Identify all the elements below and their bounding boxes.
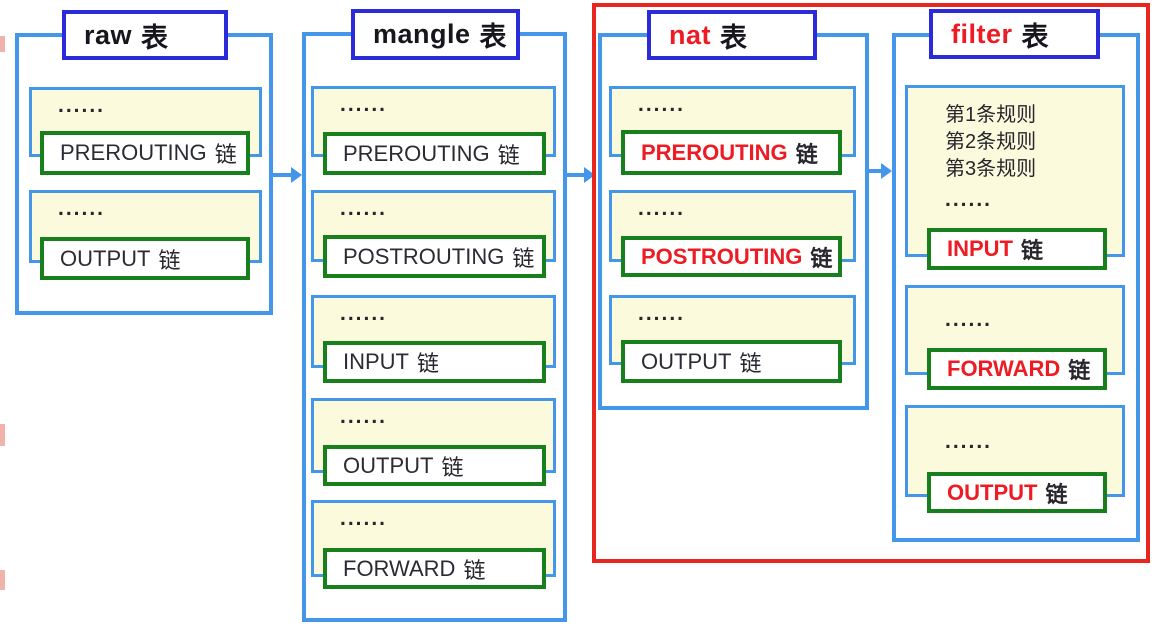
- flow-arrow-nat-to-filter-icon: [866, 163, 892, 179]
- ellipsis-text: ......: [58, 94, 106, 117]
- chain-suffix-cjk: 链: [497, 142, 520, 168]
- chain-label: INPUT: [947, 236, 1013, 261]
- edge-artifact: [0, 36, 5, 52]
- chain-label: OUTPUT: [343, 452, 434, 478]
- chain-suffix-cjk: 链: [1045, 481, 1068, 507]
- table-suffix-cjk: 表: [1021, 21, 1050, 52]
- ellipsis-text: ......: [638, 302, 686, 325]
- ellipsis-text: ......: [340, 405, 388, 428]
- chain-label: PREROUTING: [60, 140, 207, 165]
- table-name: mangle: [373, 19, 471, 49]
- chain-suffix-cjk: 链: [441, 454, 464, 480]
- highlight-frame: [592, 3, 1150, 563]
- table-suffix-cjk: 表: [720, 22, 748, 53]
- table-filter-title: filter 表: [929, 9, 1100, 59]
- arrow-head-icon: [584, 167, 595, 183]
- chain-box-forward: FORWARD 链: [927, 348, 1107, 390]
- arrow-head-icon: [291, 167, 302, 183]
- table-suffix-cjk: 表: [141, 22, 169, 53]
- chain-suffix-cjk: 链: [810, 245, 833, 271]
- chain-label: OUTPUT: [60, 245, 151, 271]
- chain-box-output: OUTPUT 链: [323, 445, 546, 486]
- table-suffix-cjk: 表: [479, 22, 508, 52]
- ellipsis-text: ......: [945, 430, 993, 453]
- chain-box-postrouting: POSTROUTING 链: [621, 236, 842, 277]
- ellipsis-text: ......: [340, 507, 388, 530]
- rule-item: 第3条规则: [945, 158, 1037, 180]
- table-name: raw: [84, 19, 133, 50]
- chain-label: PREROUTING: [343, 140, 490, 166]
- chain-box-output: OUTPUT 链: [621, 340, 842, 383]
- chain-box-input: INPUT 链: [927, 228, 1107, 270]
- rule-item: 第2条规则: [945, 131, 1037, 153]
- ellipsis-text: ......: [340, 197, 388, 220]
- flow-arrow-raw-to-mangle-icon: [270, 167, 302, 183]
- table-mangle-title: mangle 表: [351, 9, 520, 60]
- chain-box-postrouting: POSTROUTING 链: [323, 235, 546, 278]
- ellipsis-text: ......: [945, 188, 993, 211]
- arrow-line: [564, 173, 584, 177]
- chain-suffix-cjk: 链: [417, 351, 440, 376]
- chain-box-input: INPUT 链: [323, 341, 546, 383]
- table-name: nat: [669, 19, 711, 50]
- chain-label: POSTROUTING: [343, 243, 505, 269]
- flow-arrow-mangle-to-nat-icon: [564, 167, 595, 183]
- chain-label: FORWARD: [947, 356, 1061, 381]
- chain-label: PREROUTING: [641, 139, 788, 165]
- table-nat-title: nat 表: [647, 10, 817, 60]
- chain-box-prerouting: PREROUTING 链: [621, 130, 842, 175]
- ellipsis-text: ......: [340, 93, 388, 116]
- chain-suffix-cjk: 链: [1021, 238, 1044, 263]
- chain-label: INPUT: [343, 349, 409, 374]
- ellipsis-text: ......: [638, 93, 686, 116]
- chain-suffix-cjk: 链: [795, 141, 818, 167]
- rule-list: 第1条规则 第2条规则 第3条规则: [945, 102, 1036, 183]
- chain-label: OUTPUT: [641, 348, 732, 374]
- arrow-head-icon: [881, 163, 892, 179]
- ellipsis-text: ......: [945, 308, 993, 331]
- chain-box-forward: FORWARD 链: [323, 548, 546, 589]
- chain-box-output: OUTPUT 链: [40, 237, 250, 280]
- chain-box-output: OUTPUT 链: [927, 472, 1107, 513]
- chain-suffix-cjk: 链: [214, 142, 237, 167]
- edge-artifact: [0, 424, 5, 446]
- ellipsis-text: ......: [638, 197, 686, 220]
- table-raw-title: raw 表: [62, 10, 228, 60]
- chain-suffix-cjk: 链: [512, 245, 535, 271]
- ellipsis-text: ......: [340, 302, 388, 325]
- chain-suffix-cjk: 链: [1068, 358, 1091, 383]
- chain-label: OUTPUT: [947, 479, 1038, 505]
- rule-item: 第1条规则: [945, 104, 1037, 126]
- chain-suffix-cjk: 链: [739, 350, 762, 376]
- arrow-line: [270, 173, 291, 177]
- chain-suffix-cjk: 链: [463, 557, 486, 583]
- chain-box-prerouting: PREROUTING 链: [40, 131, 250, 175]
- chain-suffix-cjk: 链: [158, 247, 181, 273]
- table-name: filter: [951, 18, 1013, 49]
- chain-box-prerouting: PREROUTING 链: [323, 132, 546, 175]
- ellipsis-text: ......: [58, 197, 106, 220]
- chain-label: FORWARD: [343, 555, 456, 581]
- arrow-line: [866, 169, 881, 173]
- chain-label: POSTROUTING: [641, 243, 803, 269]
- edge-artifact: [0, 570, 5, 590]
